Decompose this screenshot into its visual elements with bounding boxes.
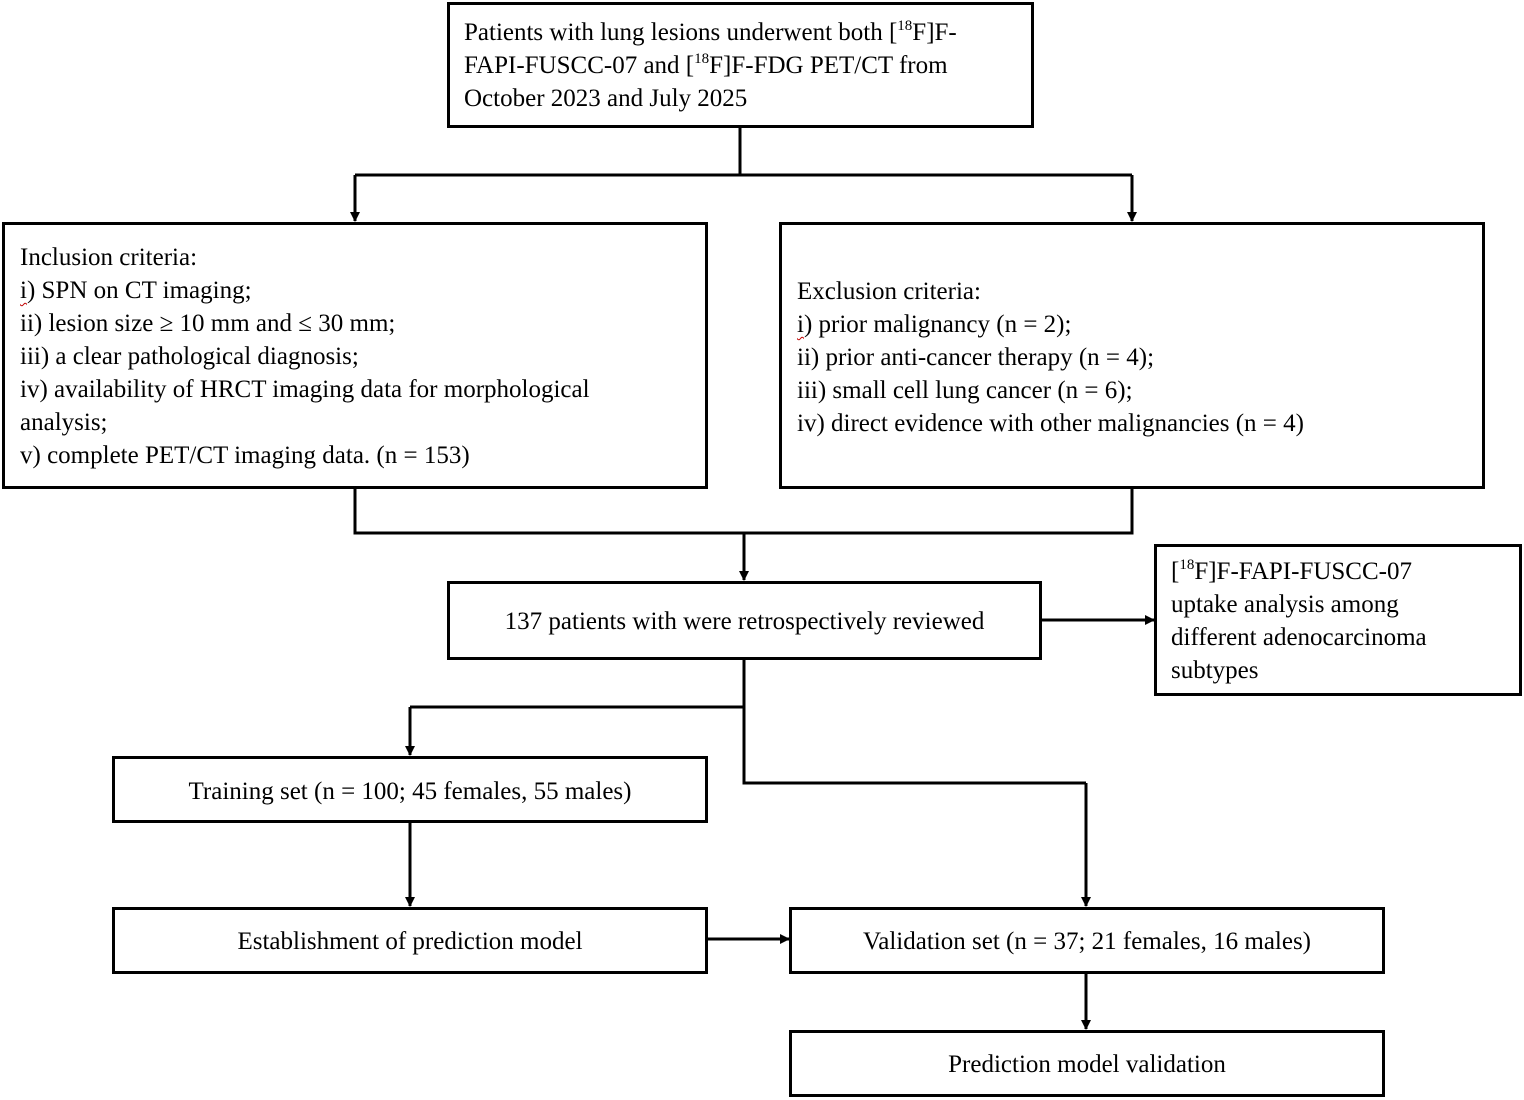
reviewed-text: 137 patients with were retrospectively r… bbox=[504, 608, 985, 635]
reviewed-box bbox=[447, 581, 1042, 660]
exclusion-item: ii) prior anti-cancer therapy (n = 4); bbox=[797, 344, 1155, 371]
inclusion-item: iii) a clear pathological diagnosis; bbox=[20, 343, 359, 370]
connector-reviewed-down bbox=[410, 659, 746, 709]
establishment-text: Establishment of prediction model bbox=[237, 928, 583, 955]
inclusion-item: iv) availability of HRCT imaging data fo… bbox=[20, 376, 590, 403]
exclusion-item: iii) small cell lung cancer (n = 6); bbox=[797, 377, 1133, 404]
inclusion-item: ii) lesion size ≥ 10 mm and ≤ 30 mm; bbox=[20, 310, 396, 337]
exclusion-box bbox=[779, 222, 1485, 489]
exclusion-title: Exclusion criteria: bbox=[797, 278, 981, 305]
uptake-text: [18F]F-FAPI-FUSCC-07 uptake analysis amo… bbox=[1171, 557, 1427, 685]
establishment-box bbox=[112, 907, 708, 974]
uptake-box bbox=[1154, 544, 1522, 696]
validation-set-text: Validation set (n = 37; 21 females, 16 m… bbox=[862, 928, 1312, 955]
exclusion-item: i) prior malignancy (n = 2); bbox=[797, 311, 1072, 338]
model-validation-text: Prediction model validation bbox=[948, 1051, 1226, 1078]
start-box bbox=[447, 2, 1034, 128]
training-text: Training set (n = 100; 45 females, 55 ma… bbox=[188, 778, 632, 805]
exclusion-item: iv) direct evidence with other malignanc… bbox=[797, 410, 1304, 437]
inclusion-item: analysis; bbox=[20, 409, 108, 436]
inclusion-list: Inclusion criteria: i) SPN on CT imaging… bbox=[20, 241, 590, 472]
inclusion-box bbox=[2, 222, 708, 489]
inclusion-title: Inclusion criteria: bbox=[20, 244, 198, 271]
validation-set-box bbox=[789, 907, 1385, 974]
training-box bbox=[112, 756, 708, 823]
inclusion-item: v) complete PET/CT imaging data. (n = 15… bbox=[20, 442, 470, 469]
exclusion-list: Exclusion criteria: i) prior malignancy … bbox=[797, 275, 1304, 440]
model-validation-box bbox=[789, 1030, 1385, 1097]
connector-merge bbox=[353, 487, 1134, 535]
inclusion-item: i) SPN on CT imaging; bbox=[20, 277, 252, 304]
connector-to-validation bbox=[742, 707, 1086, 785]
connector-start-split bbox=[355, 127, 1132, 177]
start-box-text: Patients with lung lesions underwent bot… bbox=[464, 18, 957, 113]
